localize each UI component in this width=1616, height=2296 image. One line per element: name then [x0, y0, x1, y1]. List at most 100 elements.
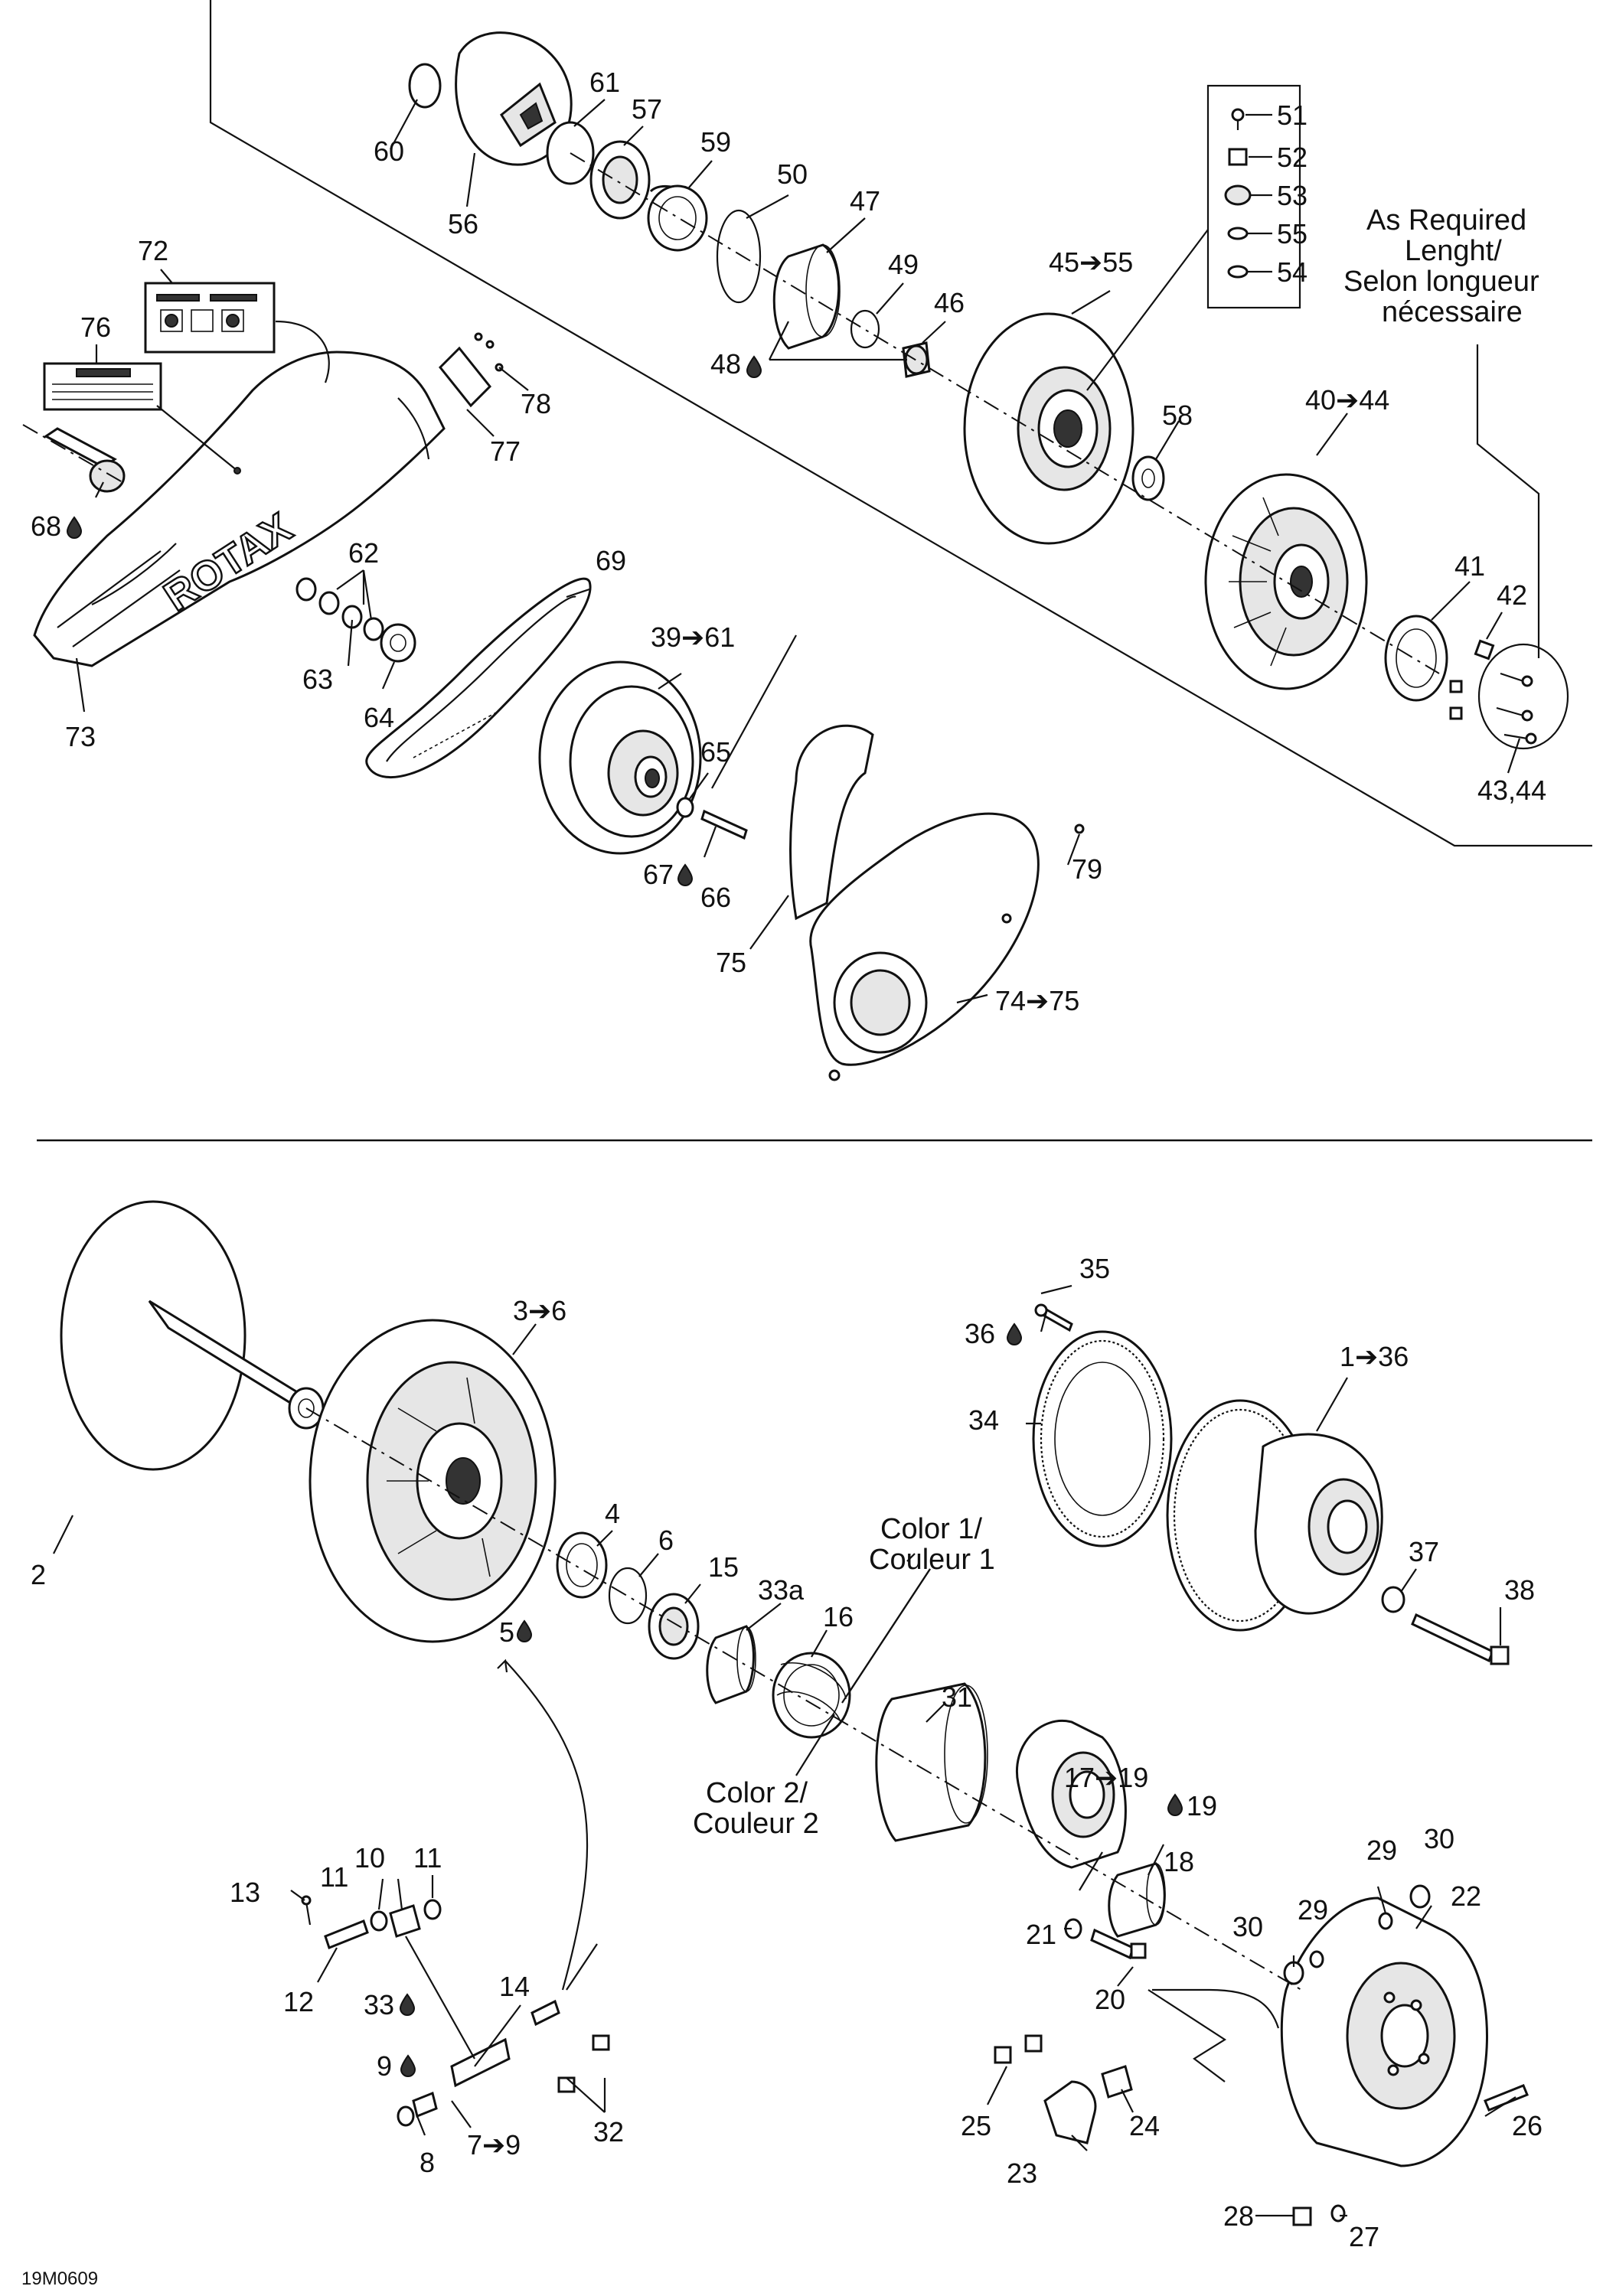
part-76-decal [43, 362, 162, 411]
part-69-belt [365, 577, 592, 779]
label-11b: 11 [413, 1842, 442, 1874]
label-28: 28 [1223, 2200, 1254, 2232]
parts-7-14-roller-set [301, 1895, 610, 2127]
parts-51-55-box [1206, 84, 1301, 309]
label-29a: 29 [1366, 1835, 1397, 1866]
label-46: 46 [934, 287, 965, 318]
part-29-30-washers [1283, 1884, 1431, 1985]
label-10: 10 [354, 1842, 385, 1874]
label-43-44: 43,44 [1477, 775, 1546, 806]
label-3-6: 3➔6 [513, 1295, 566, 1326]
part-56-cam [455, 31, 573, 166]
label-60: 60 [374, 135, 404, 167]
leader-lines [53, 99, 1540, 2217]
label-56: 56 [448, 208, 478, 240]
part-24-25-screws [994, 2034, 1133, 2099]
label-68: 68 [31, 510, 61, 542]
part-47-sleeve [772, 243, 841, 350]
part-22-governor-cup [1280, 1896, 1488, 2167]
part-58-washer [1131, 455, 1165, 501]
label-57: 57 [632, 93, 662, 125]
part-34-ring-gear [1032, 1330, 1173, 1548]
label-13: 13 [230, 1877, 260, 1908]
part-6-circlip [608, 1567, 648, 1625]
part-15-seal [648, 1593, 700, 1660]
part-20-21-screw [1064, 1918, 1147, 1960]
label-36: 36 [965, 1318, 995, 1349]
part-35-36-bolt [1034, 1303, 1073, 1332]
label-18: 18 [1164, 1846, 1194, 1877]
label-41: 41 [1454, 550, 1485, 582]
part-57-bushing [589, 140, 651, 220]
note-as-required-2: Lenght/ [1405, 235, 1502, 267]
label-48: 48 [710, 348, 741, 380]
label-73: 73 [65, 721, 96, 752]
label-75: 75 [716, 947, 746, 978]
label-30b: 30 [1232, 1911, 1263, 1942]
part-46-bushing [902, 341, 931, 378]
label-51: 51 [1277, 99, 1307, 131]
label-32: 32 [593, 2116, 624, 2148]
label-58: 58 [1162, 400, 1193, 431]
note-color1-1: Color 1/ [880, 1513, 982, 1545]
part-16-spring [772, 1652, 851, 1739]
section-separators [37, 0, 1592, 1142]
label-47: 47 [850, 185, 880, 217]
label-29b: 29 [1298, 1894, 1328, 1926]
label-33: 33 [364, 1989, 394, 2020]
label-67: 67 [643, 859, 674, 890]
part-27-28-nut [1292, 2204, 1346, 2226]
part-31-sleeve [875, 1682, 988, 1842]
note-color1-2: Couleur 1 [869, 1544, 995, 1576]
label-19: 19 [1187, 1790, 1217, 1821]
label-33a: 33a [758, 1574, 805, 1606]
part-50-circlip [716, 209, 762, 304]
label-15: 15 [708, 1551, 739, 1583]
label-74-75: 74➔75 [995, 985, 1079, 1016]
label-49: 49 [888, 249, 919, 280]
note-as-required-3: Selon longueur [1343, 266, 1539, 298]
label-2: 2 [31, 1559, 46, 1590]
part-18-bushing [1108, 1862, 1166, 1938]
label-39-61: 39➔61 [651, 621, 735, 653]
part-2-fixed-sheave [60, 1200, 325, 1471]
top-assembly: ROTAX [22, 31, 1569, 1081]
label-9: 9 [377, 2050, 392, 2082]
part-40-fixed-sheave [1204, 473, 1368, 690]
label-61: 61 [589, 67, 620, 98]
label-37: 37 [1409, 1536, 1439, 1567]
label-17-19: 17➔19 [1064, 1762, 1148, 1793]
part-4-bushing [556, 1531, 608, 1599]
label-69: 69 [596, 545, 626, 576]
bottom-assembly [60, 1200, 1529, 2226]
label-72: 72 [138, 235, 168, 266]
label-31: 31 [942, 1681, 972, 1713]
note-as-required-4: nécessaire [1382, 296, 1523, 328]
part-labels: 60 56 61 57 59 50 47 49 46 48 45➔55 58 4… [31, 67, 1546, 2252]
label-8: 8 [420, 2147, 435, 2178]
lubrication-drop-icons [66, 355, 1183, 2077]
label-45-55: 45➔55 [1049, 246, 1133, 278]
label-25: 25 [961, 2110, 991, 2141]
label-1-36: 1➔36 [1340, 1341, 1409, 1372]
label-54: 54 [1277, 256, 1307, 288]
part-68-shaft [22, 424, 126, 493]
label-63: 63 [302, 664, 333, 695]
parts-62-64-washers [295, 577, 416, 663]
label-59: 59 [700, 126, 731, 158]
label-14: 14 [499, 1971, 530, 2002]
label-7-9: 7➔9 [467, 2129, 521, 2161]
label-22: 22 [1451, 1880, 1481, 1912]
part-23-lever [1043, 2080, 1097, 2144]
label-66: 66 [700, 882, 731, 913]
label-20: 20 [1095, 1984, 1125, 2015]
label-65: 65 [700, 736, 731, 768]
part-45-sliding-sheave [963, 312, 1134, 545]
label-62: 62 [348, 537, 379, 569]
label-77: 77 [490, 435, 521, 467]
part-43-44-screws [1449, 643, 1569, 750]
label-79: 79 [1072, 853, 1102, 885]
label-40-44: 40➔44 [1305, 384, 1389, 416]
label-24: 24 [1129, 2110, 1160, 2141]
